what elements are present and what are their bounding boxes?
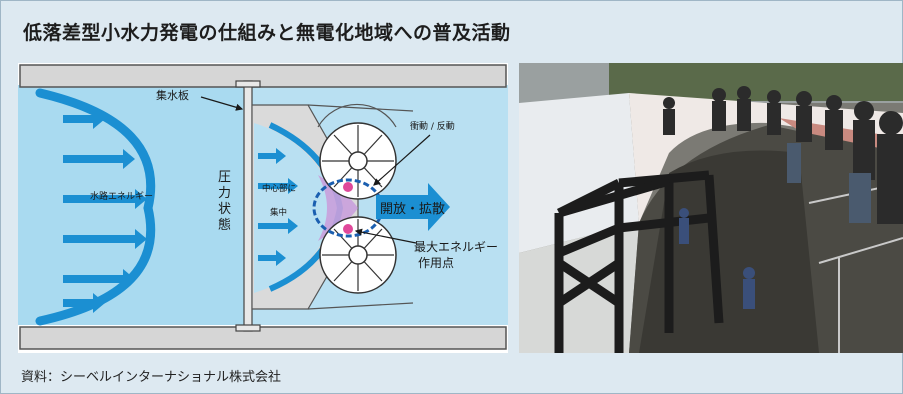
label-center-2: 集中: [270, 207, 287, 218]
label-water-energy: 水路エネルギー: [90, 190, 153, 202]
inner-water: [254, 123, 338, 293]
label-collector: 集水板: [156, 88, 189, 102]
impact-pointer: [373, 134, 431, 186]
release-arrow: [376, 183, 450, 231]
focus-region: [318, 175, 358, 241]
max-energy-pointer: [354, 228, 417, 244]
upstream-water: [18, 85, 248, 325]
action-point-bottom: [343, 224, 353, 234]
source-credit: 資料：シーベルインターナショナル株式会社: [21, 370, 282, 385]
label-impact: 衝動 / 反動: [410, 120, 455, 132]
flow-arrows-left: [63, 109, 147, 313]
housing-line-bottom: [307, 302, 414, 310]
label-max-energy-2: 作用点: [418, 256, 454, 270]
label-pressure: 圧 力 状 態: [218, 170, 235, 233]
plate-cap-top: [235, 80, 261, 88]
field-site-photo: [519, 63, 903, 353]
action-point-top: [343, 182, 353, 192]
hydro-diagram: 水路エネルギー 集水板 圧 力 状 態 中心部に 集中: [18, 63, 508, 353]
turbine-bottom: [319, 216, 397, 294]
housing-line-top: [307, 104, 414, 112]
channel-wall-bottom: [19, 326, 507, 350]
velocity-profile-curve: [35, 88, 156, 326]
figure-title: 低落差型小水力発電の仕組みと無電化地域への普及活動: [23, 22, 511, 44]
plate-cap-bottom: [235, 324, 261, 332]
collector-pointer: [200, 96, 244, 111]
label-release: 開放・拡散: [380, 202, 445, 217]
collector-plate: [243, 80, 253, 332]
label-max-energy-1: 最大エネルギー: [414, 240, 498, 254]
label-center-1: 中心部に: [262, 183, 296, 194]
flow-arrows-center: [258, 148, 298, 266]
channel-wall-top: [19, 64, 507, 88]
